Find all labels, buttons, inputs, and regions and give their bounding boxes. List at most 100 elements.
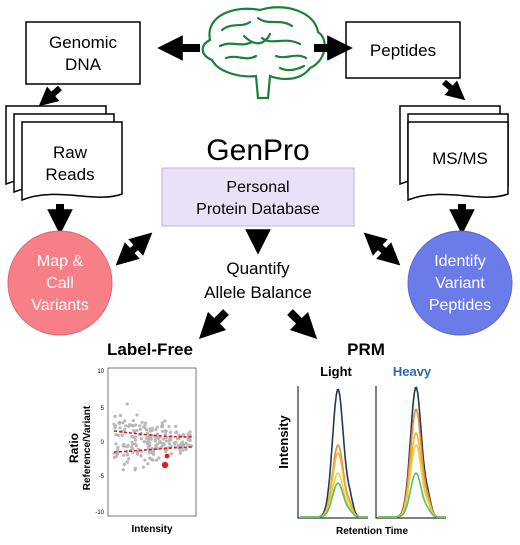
scatter-point: [184, 441, 188, 446]
prm-title: PRM: [347, 340, 385, 359]
scatter-point: [113, 414, 117, 418]
scatter-point: [124, 424, 128, 428]
scatter-point: [118, 421, 122, 425]
scatter-point: [179, 442, 183, 447]
scatter-point: [181, 448, 185, 452]
scatter-point: [127, 457, 131, 461]
genomic-dna-label-line2: DNA: [65, 55, 102, 74]
threshold-line-upper: [113, 430, 195, 438]
scatter-point: [156, 437, 160, 441]
label-free-title: Label-Free: [107, 340, 193, 359]
brain-icon: [201, 6, 326, 100]
scatter-point: [160, 421, 164, 425]
scatter-point: [116, 445, 120, 449]
scatter-point: [186, 437, 190, 441]
scatter-point: [146, 462, 150, 466]
scatter-point: [116, 433, 120, 437]
scatter-point: [154, 458, 159, 462]
scatter-point: [149, 437, 153, 441]
threshold-line-lower: [113, 446, 195, 453]
raw-reads-doc-stack: [5, 105, 123, 202]
scatter-point: [155, 432, 159, 436]
prm-heavy-trace: [378, 472, 446, 518]
raw-reads-label-line2: Reads: [45, 165, 94, 184]
scatter-point: [188, 430, 192, 434]
scatter-point: [148, 427, 152, 431]
map-call-variants-circle: [7, 230, 113, 336]
scatter-point: [145, 435, 150, 439]
prm-heavy-axes: [375, 386, 446, 519]
scatter-point: [154, 428, 158, 432]
prm-xlabel: Retention Time: [336, 526, 408, 537]
arrow-to-label-free: [198, 309, 229, 340]
scatter-point: [138, 427, 143, 431]
scatter-point: [177, 437, 181, 441]
prm-light-trace: [300, 472, 368, 518]
arrow-db-identify: [363, 232, 401, 266]
msms-doc-stack: [399, 105, 509, 202]
scatter-point: [114, 433, 118, 437]
scatter-point: [130, 435, 134, 439]
scatter-point: [174, 431, 178, 435]
scatter-point: [133, 466, 138, 470]
scatter-point: [154, 444, 158, 448]
prm-heavy-label: Heavy: [393, 364, 432, 379]
identify-label-line3: Peptides: [429, 297, 491, 314]
scatter-point: [164, 429, 168, 433]
prm-light-axes: [297, 386, 368, 519]
scatter-point: [167, 424, 171, 429]
label-free-ylabel-line1: Ratio: [67, 433, 81, 463]
scatter-point: [167, 439, 171, 443]
scatter-point: [160, 429, 165, 433]
scatter-point: [169, 452, 173, 456]
scatter-point: [156, 447, 160, 451]
scatter-point: [145, 431, 150, 435]
prm-light-trace: [300, 482, 368, 518]
scatter-point: [150, 426, 155, 430]
scatter-point: [133, 442, 137, 446]
peptides-label: Peptides: [370, 41, 436, 60]
scatter-point: [139, 437, 143, 441]
prm-light-label: Light: [320, 364, 352, 379]
scatter-point: [125, 460, 129, 464]
scatter-point: [140, 420, 144, 424]
scatter-point: [131, 451, 135, 455]
scatter-point: [123, 427, 127, 432]
scatter-point: [123, 444, 127, 448]
identify-label-line2: Variant: [435, 275, 485, 292]
scatter-point: [178, 451, 182, 455]
map-call-label-line3: Variants: [31, 297, 89, 314]
scatter-point: [186, 432, 190, 436]
scatter-point: [113, 426, 117, 430]
scatter-point: [143, 458, 147, 462]
scatter-point: [132, 429, 136, 433]
scatter-point: [122, 462, 127, 466]
scatter-point: [134, 438, 138, 442]
prm-ylabel: Intensity: [276, 415, 291, 469]
label-free-ytick-0: 0: [101, 440, 105, 446]
database-label-line1: Personal: [226, 179, 289, 196]
scatter-point: [125, 402, 129, 406]
scatter-point: [148, 443, 152, 447]
scatter-point: [126, 444, 130, 448]
peptides-box: [345, 21, 461, 79]
scatter-point: [169, 444, 173, 448]
prm-light-traces: [300, 388, 368, 518]
scatter-point: [167, 442, 171, 446]
variant-point-2: [161, 461, 169, 469]
scatter-point: [168, 430, 173, 434]
identify-variant-peptides-circle: [407, 230, 513, 336]
prm-heavy-trace: [378, 432, 446, 518]
label-free-ytick-m10: -10: [95, 510, 104, 516]
label-free-ytick-5: 5: [101, 406, 105, 412]
scatter-point: [149, 457, 153, 461]
scatter-point: [115, 452, 119, 456]
scatter-point: [135, 452, 140, 456]
scatter-point: [118, 414, 122, 418]
scatter-point: [142, 440, 146, 444]
variant-point-1: [164, 453, 170, 459]
label-free-xlabel: Intensity: [131, 524, 173, 535]
genomic-dna-label-line1: Genomic: [49, 33, 118, 52]
scatter-point: [155, 425, 159, 429]
